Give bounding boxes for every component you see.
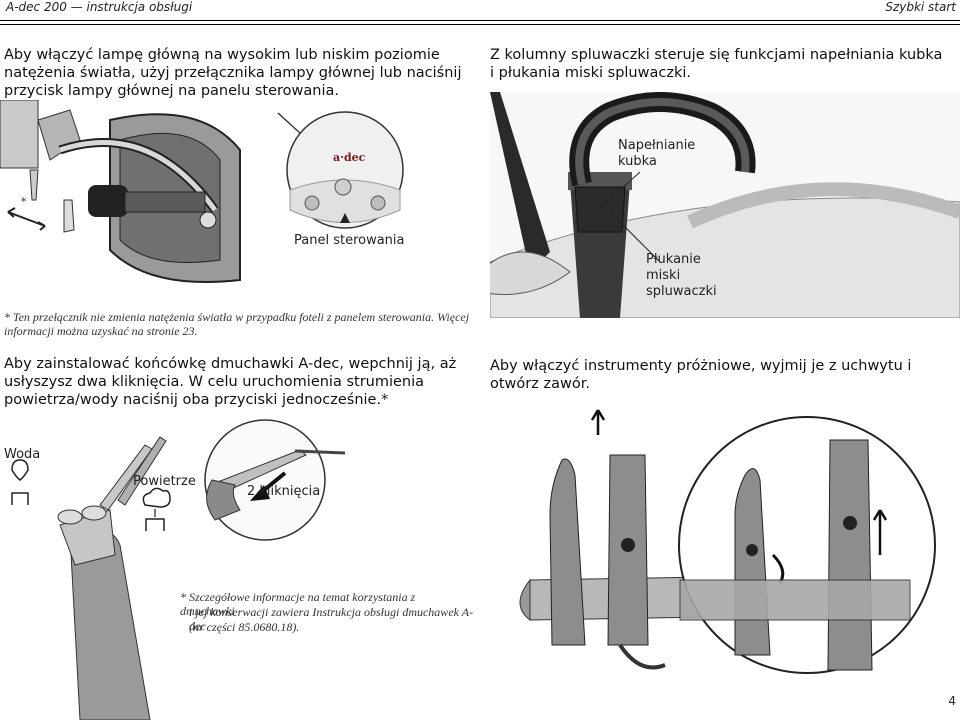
water-label: Woda [4,447,41,462]
header-rule [0,20,960,21]
brand-logo: a·dec [333,151,366,164]
lamp-footnote: * Ten przełącznik nie zmienia natężenia … [4,310,470,338]
syringe-footnote-1: * Szczegółowe informacje na temat korzys… [180,590,416,618]
syringe-instructions: Aby zainstalować końcówkę dmuchawki A-de… [4,356,457,408]
cuspidor-illustration [490,92,960,318]
lamp-star: * [20,194,26,208]
vacuum-instructions: Aby włączyć instrumenty próżniowe, wyjmi… [490,358,912,392]
air-label: Powietrze [133,474,196,489]
syringe-illustration [11,419,346,720]
lamp-instructions: Aby włączyć lampę główną na wysokim lub … [4,47,462,99]
bowl-rinse-label: Płukanie miski spluwaczki [646,252,717,299]
dental-lamp-illustration [0,100,241,283]
control-panel-illustration [277,111,404,229]
syringe-footnote-2: i jej konserwacji zawiera Instrukcja obs… [189,605,474,633]
clicks-label: 2 kliknięcia [247,484,321,499]
panel-label: Panel sterowania [294,233,405,248]
cuspidor-instructions: Z kolumny spluwaczki steruje się funkcja… [490,47,943,81]
cup-fill-label: Napełnianie kubka [618,138,696,169]
header-section: Szybki start [885,0,956,14]
vacuum-instruments-illustration [519,409,936,674]
page-number: 4 [948,694,956,708]
header-title: A-dec 200 — instrukcja obsługi [6,0,193,14]
header-rule-2 [0,24,960,25]
syringe-footnote-3: (nr części 85.0680.18). [189,620,300,634]
